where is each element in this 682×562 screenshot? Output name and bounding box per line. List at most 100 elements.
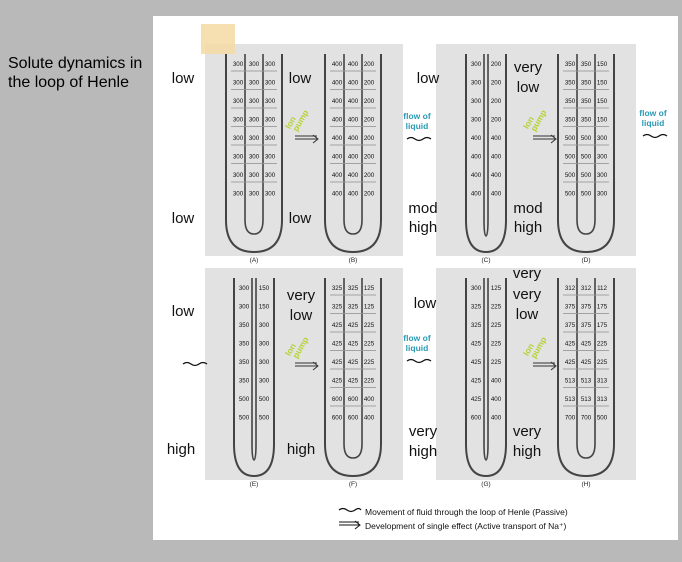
annotation-word: high <box>167 441 195 458</box>
concentration-value: 300 <box>233 172 244 179</box>
concentration-value: 400 <box>332 135 343 142</box>
concentration-value: 425 <box>348 378 359 385</box>
concentration-value: 225 <box>364 378 375 385</box>
concentration-value: 200 <box>491 98 502 105</box>
concentration-value: 175 <box>597 304 608 311</box>
concentration-value: 300 <box>265 135 276 142</box>
concentration-value: 300 <box>471 80 482 87</box>
concentration-value: 300 <box>239 304 250 311</box>
concentration-value: 350 <box>565 61 576 68</box>
concentration-value: 300 <box>249 135 260 142</box>
annotation-word: low <box>172 210 195 227</box>
concentration-value: 350 <box>565 80 576 87</box>
concentration-value: 300 <box>259 378 270 385</box>
concentration-value: 300 <box>249 154 260 161</box>
active-arrow <box>295 361 319 371</box>
concentration-value: 300 <box>239 285 250 292</box>
panel-B: 4004004004004004004004004004004004004004… <box>324 54 382 264</box>
concentration-value: 300 <box>265 154 276 161</box>
liquid-text: liquid <box>406 121 429 131</box>
concentration-value: 375 <box>565 304 576 311</box>
concentration-value: 300 <box>265 61 276 68</box>
annotation-word: low <box>290 307 313 324</box>
concentration-value: 500 <box>565 135 576 142</box>
concentration-value: 425 <box>332 322 343 329</box>
tube-outer-wall <box>324 278 382 478</box>
panel-bg-top-left <box>205 44 403 256</box>
concentration-value: 513 <box>581 378 592 385</box>
concentration-value: 350 <box>239 341 250 348</box>
tube-inner-wall <box>244 54 264 235</box>
annotation-word: high <box>409 443 437 460</box>
concentration-value: 150 <box>597 98 608 105</box>
concentration-value: 425 <box>348 322 359 329</box>
concentration-value: 500 <box>239 396 250 403</box>
concentration-value: 200 <box>364 154 375 161</box>
concentration-value: 400 <box>491 378 502 385</box>
concentration-value: 300 <box>233 154 244 161</box>
concentration-value: 425 <box>332 378 343 385</box>
concentration-value: 200 <box>364 117 375 124</box>
concentration-value: 500 <box>565 154 576 161</box>
concentration-value: 400 <box>348 61 359 68</box>
panel-letter: (E) <box>250 481 259 488</box>
concentration-value: 225 <box>491 322 502 329</box>
liquid-text: liquid <box>642 118 665 128</box>
concentration-value: 513 <box>565 396 576 403</box>
concentration-value: 225 <box>364 341 375 348</box>
panel-D: 3503503503505005005005003503503503505005… <box>557 54 615 264</box>
concentration-value: 200 <box>364 135 375 142</box>
annotation-word: low <box>172 303 195 320</box>
concentration-value: 125 <box>364 304 375 311</box>
panel-letter: (H) <box>581 481 590 488</box>
concentration-value: 300 <box>249 191 260 198</box>
concentration-value: 350 <box>581 98 592 105</box>
concentration-value: 400 <box>471 191 482 198</box>
tube-outer-wall <box>465 54 507 254</box>
concentration-value: 513 <box>565 378 576 385</box>
concentration-value: 300 <box>249 172 260 179</box>
concentration-value: 225 <box>491 359 502 366</box>
concentration-value: 350 <box>565 117 576 124</box>
concentration-value: 400 <box>471 172 482 179</box>
concentration-value: 400 <box>491 415 502 422</box>
liquid-text: liquid <box>406 343 429 353</box>
annotation-word: mod <box>408 200 437 217</box>
tube-outer-wall <box>557 54 615 254</box>
concentration-value: 400 <box>348 80 359 87</box>
concentration-value: 225 <box>597 341 608 348</box>
concentration-value: 225 <box>364 359 375 366</box>
annotation-word: very <box>513 286 542 303</box>
tube-inner-wall <box>343 54 363 235</box>
tube-inner-wall <box>576 54 596 235</box>
concentration-value: 500 <box>597 415 608 422</box>
panel-bg-top-right <box>436 44 636 256</box>
tube-outer-wall <box>324 54 382 254</box>
concentration-value: 350 <box>239 378 250 385</box>
concentration-value: 500 <box>259 415 270 422</box>
panel-E: 3003003503503503505005001501503003003003… <box>233 278 275 488</box>
annotation-word: low <box>516 306 539 323</box>
flow-squiggle <box>182 361 208 367</box>
concentration-value: 350 <box>581 80 592 87</box>
concentration-value: 600 <box>332 415 343 422</box>
annotation-word: very <box>513 265 542 282</box>
concentration-value: 500 <box>259 396 270 403</box>
concentration-value: 300 <box>233 98 244 105</box>
annotation-word: very <box>514 59 543 76</box>
concentration-value: 300 <box>233 117 244 124</box>
concentration-value: 375 <box>581 322 592 329</box>
slide-title: Solute dynamics in the loop of Henle <box>8 55 143 91</box>
concentration-value: 313 <box>597 378 608 385</box>
concentration-value: 300 <box>259 341 270 348</box>
annotation-word: mod <box>513 200 542 217</box>
annotation-word: low <box>289 70 312 87</box>
concentration-value: 125 <box>491 285 502 292</box>
concentration-value: 300 <box>233 61 244 68</box>
concentration-value: 125 <box>364 285 375 292</box>
concentration-value: 300 <box>471 117 482 124</box>
panel-bg-bottom-left <box>205 268 403 480</box>
concentration-value: 150 <box>597 61 608 68</box>
